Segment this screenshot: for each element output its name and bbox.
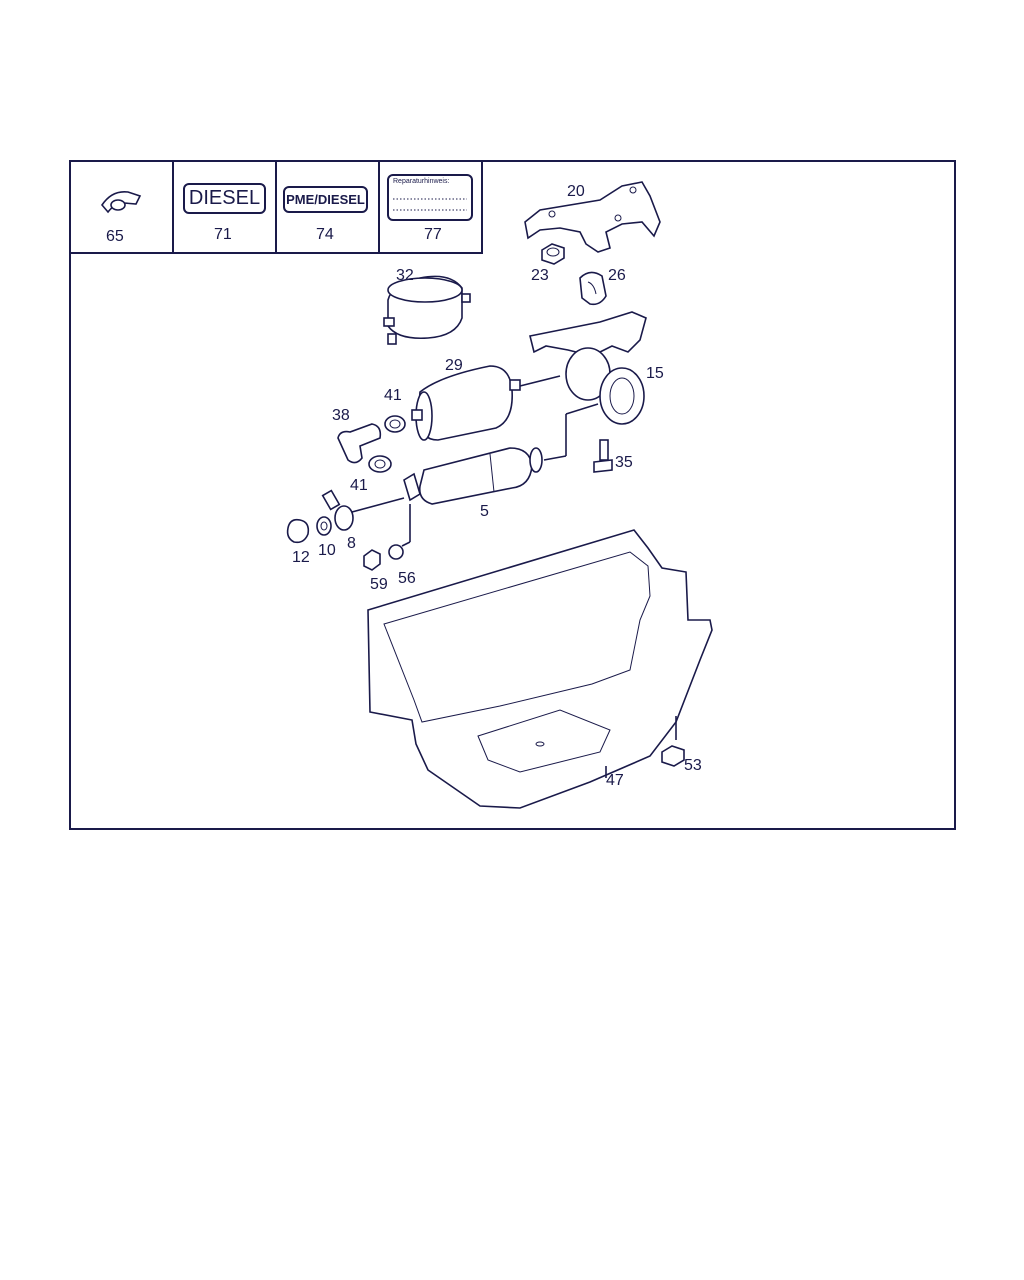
nut-53-icon[interactable] xyxy=(661,716,685,767)
filter-29-icon[interactable] xyxy=(411,365,561,441)
holder-15-icon[interactable] xyxy=(529,311,647,425)
header-cell-74[interactable] xyxy=(275,160,380,254)
fuel-pump-5-icon[interactable] xyxy=(403,403,599,505)
clamp-41-lower-icon[interactable] xyxy=(368,455,392,473)
callout-35: 35 xyxy=(615,454,633,471)
header-cell-77[interactable] xyxy=(378,160,483,254)
bracket-20-icon[interactable] xyxy=(524,181,661,253)
header-cell-71[interactable] xyxy=(172,160,277,254)
repair-note-title: Reparaturhinweis: xyxy=(393,178,450,185)
callout-56: 56 xyxy=(398,570,416,587)
clip-65-icon[interactable] xyxy=(100,190,142,214)
nut-23-icon[interactable] xyxy=(541,243,565,265)
filter-32-icon[interactable] xyxy=(383,275,471,345)
callout-15: 15 xyxy=(646,365,664,382)
nut-59-icon[interactable] xyxy=(363,549,381,571)
callout-32: 32 xyxy=(396,267,414,284)
callout-8: 8 xyxy=(347,535,356,552)
callout-53: 53 xyxy=(684,757,702,774)
banjo-8-icon[interactable] xyxy=(321,489,405,531)
tray-47-icon[interactable] xyxy=(367,529,713,809)
repair-note-label: Reparaturhinweis: xyxy=(387,174,473,221)
header-cell-number: 65 xyxy=(106,228,124,245)
callout-41-lower: 41 xyxy=(350,477,368,494)
header-cell-65[interactable] xyxy=(69,160,174,254)
header-cell-number: 74 xyxy=(316,226,334,243)
callout-26: 26 xyxy=(608,267,626,284)
callout-59: 59 xyxy=(370,576,388,593)
diesel-label: DIESEL xyxy=(183,183,266,214)
diagram-frame xyxy=(69,160,956,830)
callout-20: 20 xyxy=(567,183,585,200)
callout-47: 47 xyxy=(606,772,624,789)
screw-35-icon[interactable] xyxy=(593,439,613,473)
callout-12: 12 xyxy=(292,549,310,566)
callout-10: 10 xyxy=(318,542,336,559)
washer-56-icon[interactable] xyxy=(388,504,411,560)
clamp-41-upper-icon[interactable] xyxy=(384,415,406,433)
washer-10-icon[interactable] xyxy=(316,516,332,536)
callout-41-upper: 41 xyxy=(384,387,402,404)
callout-38: 38 xyxy=(332,407,350,424)
clip-26-icon[interactable] xyxy=(579,271,607,306)
callout-5: 5 xyxy=(480,503,489,520)
callout-29: 29 xyxy=(445,357,463,374)
callout-23: 23 xyxy=(531,267,549,284)
cap-12-icon[interactable] xyxy=(286,518,310,544)
header-cell-number: 71 xyxy=(214,226,232,243)
hose-38-icon[interactable] xyxy=(337,423,382,464)
pme-diesel-label: PME/DIESEL xyxy=(283,186,368,213)
header-cell-number: 77 xyxy=(424,226,442,243)
